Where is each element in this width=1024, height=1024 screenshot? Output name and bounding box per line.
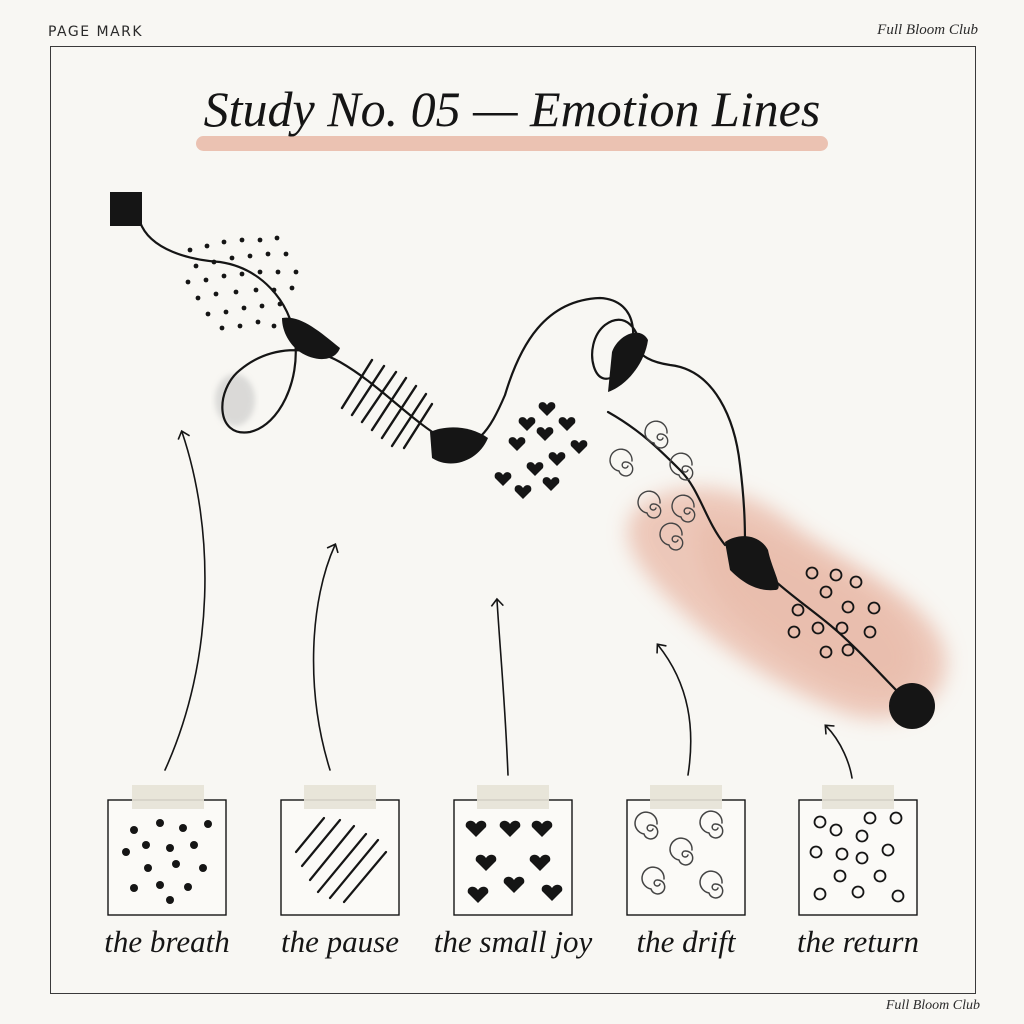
legend-card-return (798, 785, 918, 916)
brand-label-top: Full Bloom Club (877, 22, 978, 38)
arrow-joy (490, 597, 509, 776)
arrow-pause (312, 542, 339, 771)
line-end-dot (889, 683, 935, 729)
tape-strip (650, 785, 722, 809)
legend-label-pause: the pause (281, 924, 399, 959)
page-frame (50, 46, 976, 994)
ink-smudge (215, 374, 255, 426)
watercolor-wash (627, 488, 947, 719)
line-start-square (110, 192, 142, 226)
tape-strip (822, 785, 894, 809)
joy-hearts-cluster (494, 402, 588, 499)
tape-strip (304, 785, 376, 809)
return-circles-cluster (787, 566, 881, 659)
pointer-arrows (164, 429, 853, 779)
page-mark-label: PAGE MARK (48, 24, 144, 40)
legend-card-breath (107, 785, 227, 916)
breath-dots-cluster (185, 235, 299, 331)
tape-strip (477, 785, 549, 809)
pause-hatch-cluster (340, 358, 434, 450)
ink-swells (282, 317, 779, 591)
legend-label-return: the return (797, 924, 919, 959)
arrow-drift (656, 643, 692, 776)
page-title: Study No. 05 — Emotion Lines (203, 81, 821, 137)
tape-strip (132, 785, 204, 809)
legend-label-small-joy: the small joy (433, 924, 593, 959)
title-watercolor-underline (196, 136, 828, 151)
legend-card-small-joy (453, 785, 573, 916)
arrow-breath (164, 429, 206, 771)
legend-label-drift: the drift (636, 924, 736, 959)
legend-label-breath: the breath (104, 924, 230, 959)
brand-label-bottom: Full Bloom Club (885, 998, 980, 1013)
legend-card-drift (626, 785, 746, 916)
drift-spirals-cluster (609, 420, 696, 551)
legend-card-pause (280, 785, 400, 916)
emotion-line (138, 220, 914, 708)
arrow-return (824, 724, 853, 779)
